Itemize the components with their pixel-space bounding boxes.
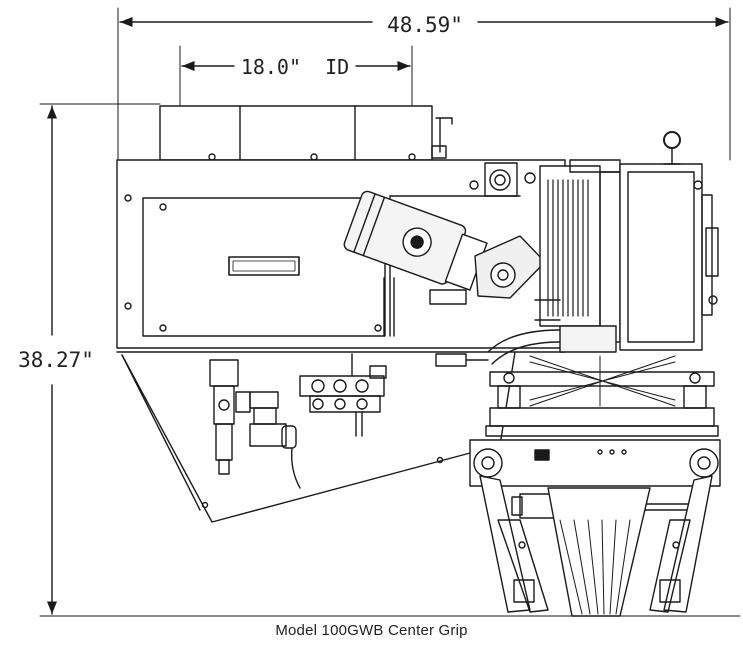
overall-width-label: 48.59" — [387, 13, 463, 37]
filter-regulator — [209, 359, 301, 489]
inlet-hopper — [159, 105, 453, 161]
right-motor-housing — [619, 131, 719, 351]
gear-motor — [343, 190, 546, 337]
bag-clamp-frame — [485, 355, 719, 437]
air-hose — [435, 329, 561, 367]
valve-manifold — [299, 353, 387, 437]
overall-height-label: 38.27" — [18, 348, 94, 372]
dimension-overall-width: 48.59" — [117, 7, 731, 161]
finned-clutch-assembly — [534, 159, 621, 353]
inlet-id-label: 18.0" ID — [241, 55, 349, 79]
dimension-inlet-id: 18.0" ID — [179, 45, 413, 107]
dimension-overall-height: 38.27" — [18, 103, 741, 617]
figure-caption: Model 100GWB Center Grip — [275, 622, 468, 639]
panel-handle — [228, 256, 300, 276]
lower-enclosure — [121, 351, 516, 523]
spout-gripper — [469, 439, 721, 617]
